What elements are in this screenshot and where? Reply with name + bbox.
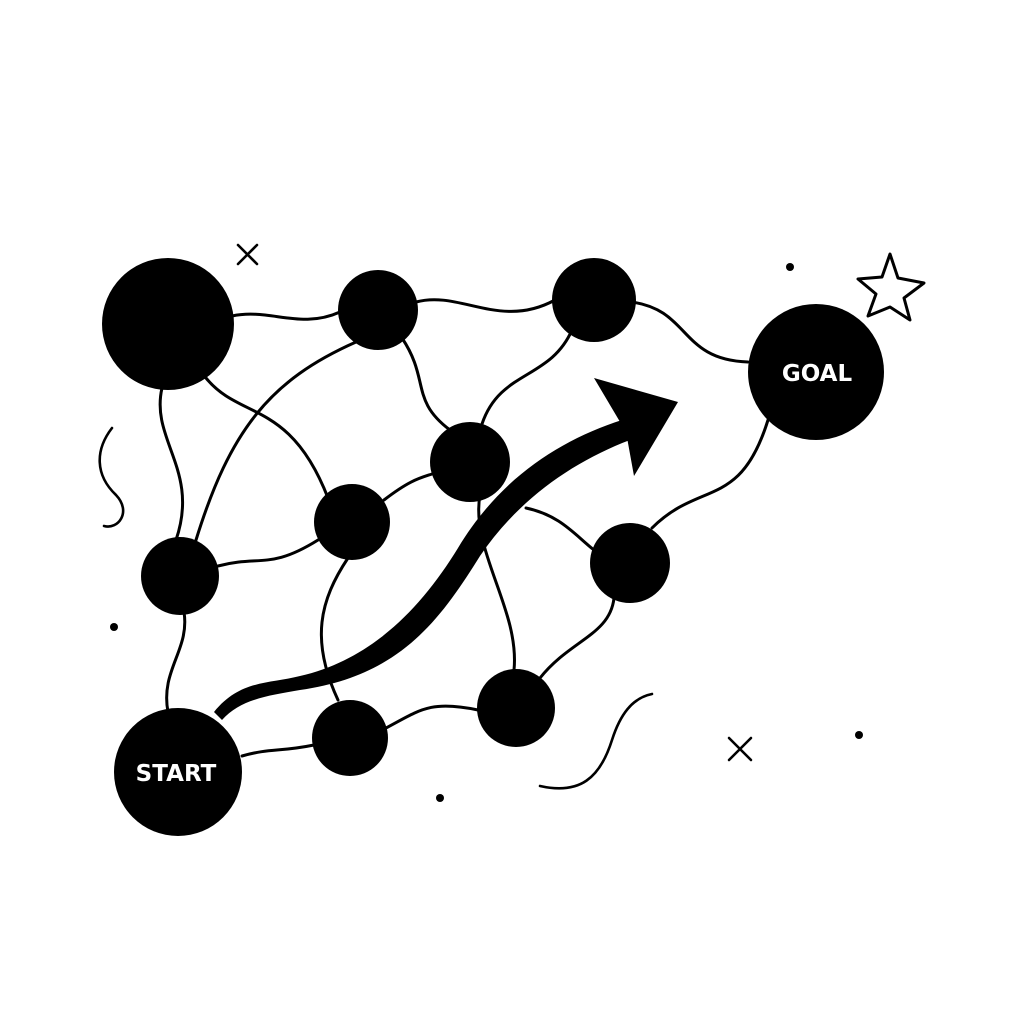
edge-n1-left bbox=[194, 340, 358, 542]
node-middle bbox=[430, 422, 510, 502]
decorations bbox=[98, 243, 926, 802]
edge-big-n1 bbox=[230, 310, 342, 321]
edge-bottom-br bbox=[384, 704, 480, 730]
star-icon bbox=[856, 252, 926, 322]
node-top-right bbox=[552, 258, 636, 342]
cross-icon bbox=[727, 736, 753, 762]
node-center bbox=[314, 484, 390, 560]
goal-label: GOAL bbox=[782, 361, 853, 387]
edge-n2-mid bbox=[480, 328, 574, 426]
edge-right-goal bbox=[650, 418, 770, 530]
goal-node-circle bbox=[748, 304, 884, 440]
edge-n1-n2 bbox=[414, 298, 557, 313]
edge-stub-right bbox=[524, 506, 596, 552]
edge-mid-br bbox=[477, 493, 516, 672]
edge-big-center bbox=[204, 376, 330, 500]
edge-start-bottom bbox=[240, 743, 316, 758]
dot-icon bbox=[855, 731, 863, 739]
node-left bbox=[141, 537, 219, 615]
squiggle-icon bbox=[98, 426, 125, 528]
edge-big-left bbox=[158, 386, 185, 542]
dot-icon bbox=[786, 263, 794, 271]
node-right bbox=[590, 523, 670, 603]
node-bottom bbox=[312, 700, 388, 776]
edge-center-mid bbox=[382, 472, 434, 502]
edge-br-right bbox=[538, 596, 616, 680]
start-node-circle bbox=[114, 708, 242, 836]
nodes bbox=[102, 258, 670, 776]
dot-icon bbox=[436, 794, 444, 802]
node-bottom-right bbox=[477, 669, 555, 747]
start-label: START bbox=[136, 761, 217, 787]
node-large-top-left bbox=[102, 258, 234, 390]
arrow-icon bbox=[214, 378, 678, 720]
goal-node: GOAL bbox=[748, 304, 884, 440]
node-top-center bbox=[338, 270, 418, 350]
squiggle-icon bbox=[538, 692, 654, 790]
edge-n1-mid bbox=[400, 336, 452, 432]
edge-n2-goal bbox=[630, 300, 750, 364]
start-node: START bbox=[114, 708, 242, 836]
dot-icon bbox=[110, 623, 118, 631]
edge-left-center bbox=[216, 538, 320, 568]
cross-icon bbox=[236, 243, 259, 266]
edge-left-start bbox=[165, 610, 187, 714]
edges bbox=[158, 298, 770, 758]
